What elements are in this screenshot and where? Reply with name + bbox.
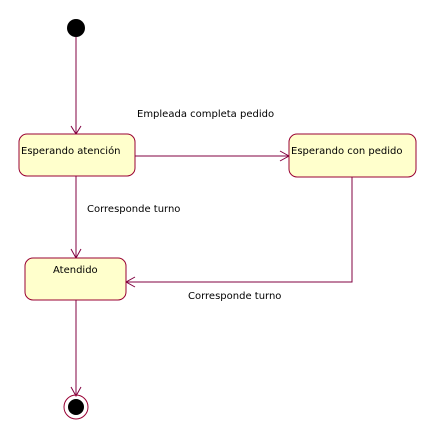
- initial-state-node: [67, 19, 85, 37]
- state-esperando-atencion-label: Esperando atención: [21, 145, 121, 157]
- final-state-outer-ring: [63, 394, 89, 420]
- edge-label-turno-bottom: Corresponde turno: [188, 291, 281, 302]
- state-atendido-label: Atendido: [53, 265, 98, 276]
- arrowhead-final: [70, 386, 82, 398]
- state-esperando-atencion[interactable]: [18, 133, 136, 177]
- edge-pedido-to-atendido: [126, 177, 353, 283]
- edge-label-completa-pedido: Empleada completa pedido: [137, 109, 274, 120]
- state-esperando-pedido-label: Esperando con pedido: [291, 146, 402, 157]
- final-state-node: [68, 399, 84, 415]
- edge-label-turno-left: Corresponde turno: [87, 204, 180, 215]
